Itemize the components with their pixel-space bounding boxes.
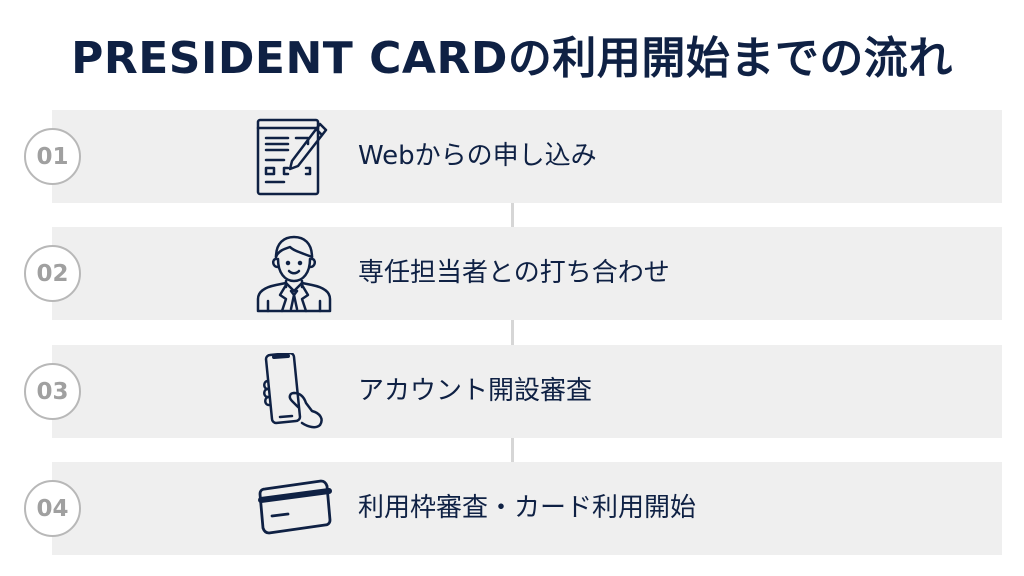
connector-line bbox=[511, 203, 514, 227]
step-number-badge: 02 bbox=[24, 245, 81, 302]
step-label: 専任担当者との打ち合わせ bbox=[358, 258, 670, 288]
connector-line bbox=[511, 438, 514, 462]
step-row-3: 03 アカウント開設審査 bbox=[24, 345, 1002, 438]
hand-holding-smartphone-icon bbox=[254, 351, 334, 431]
step-row-2: 02 専任担当者との打ち合わせ bbox=[24, 227, 1002, 320]
application-form-pencil-icon bbox=[254, 118, 334, 196]
step-label: Webからの申し込み bbox=[358, 141, 597, 171]
step-number-badge: 03 bbox=[24, 363, 81, 420]
page-title: PRESIDENT CARDの利用開始までの流れ bbox=[71, 33, 953, 84]
credit-card-icon bbox=[254, 470, 334, 548]
step-label: アカウント開設審査 bbox=[358, 376, 593, 406]
step-number-badge: 04 bbox=[24, 480, 81, 537]
step-number-badge: 01 bbox=[24, 128, 81, 185]
businessman-icon bbox=[254, 235, 334, 313]
connector-line bbox=[511, 320, 514, 345]
step-label: 利用枠審査・カード利用開始 bbox=[358, 493, 697, 523]
step-row-1: 01 Webからの申し込み bbox=[24, 110, 1002, 203]
step-row-4: 04 利用枠審査・カード利用開始 bbox=[24, 462, 1002, 555]
